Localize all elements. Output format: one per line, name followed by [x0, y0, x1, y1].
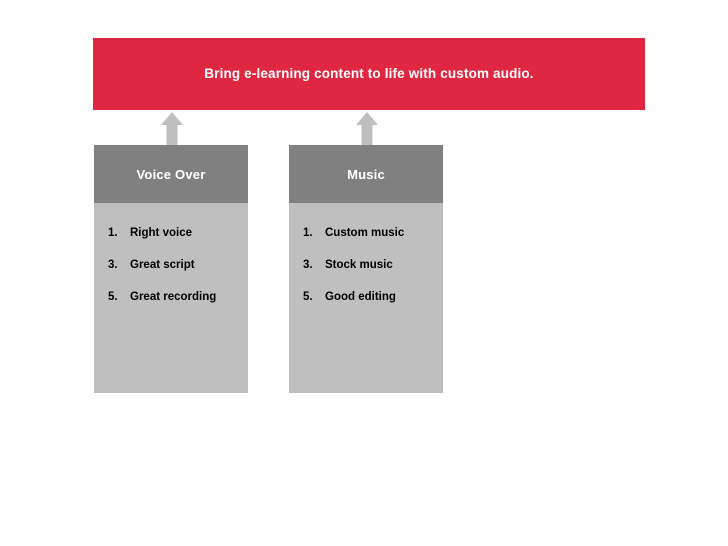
list-item-number: 1.: [303, 227, 313, 239]
list-item-label: Great script: [130, 259, 195, 271]
list-item: 5. Good editing: [289, 291, 443, 323]
list-item-label: Great recording: [130, 291, 217, 303]
headline-banner: Bring e-learning content to life with cu…: [93, 38, 645, 110]
arrow-up-icon-music: [355, 112, 379, 146]
list-item-number: 5.: [303, 291, 313, 303]
list-item-label: Right voice: [130, 227, 192, 239]
list-item-label: Good editing: [325, 291, 396, 303]
column-body-music: 1. Custom music 3. Stock music 5. Good e…: [289, 203, 443, 393]
list-item-number: 3.: [303, 259, 313, 271]
list-item: 1. Right voice: [94, 227, 248, 259]
column-voice-over: Voice Over 1. Right voice 3. Great scrip…: [94, 145, 248, 393]
list-item-number: 3.: [108, 259, 118, 271]
list-item: 3. Great script: [94, 259, 248, 291]
list-item: 3. Stock music: [289, 259, 443, 291]
arrow-up-icon-voice-over: [160, 112, 184, 146]
list-item: 1. Custom music: [289, 227, 443, 259]
column-title-music: Music: [347, 166, 385, 182]
column-header-music: Music: [289, 145, 443, 203]
list-item: 5. Great recording: [94, 291, 248, 323]
column-body-voice-over: 1. Right voice 3. Great script 5. Great …: [94, 203, 248, 393]
list-item-label: Stock music: [325, 259, 393, 271]
list-item-number: 5.: [108, 291, 118, 303]
column-header-voice-over: Voice Over: [94, 145, 248, 203]
column-title-voice-over: Voice Over: [136, 166, 206, 182]
list-item-label: Custom music: [325, 227, 405, 239]
column-music: Music 1. Custom music 3. Stock music 5. …: [289, 145, 443, 393]
list-item-number: 1.: [108, 227, 118, 239]
headline-text: Bring e-learning content to life with cu…: [204, 65, 534, 81]
